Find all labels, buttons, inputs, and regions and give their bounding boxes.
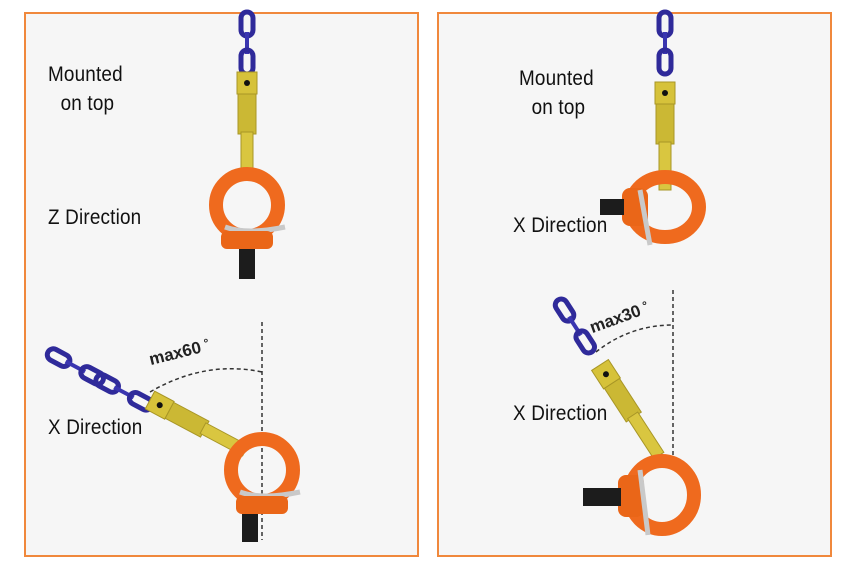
bolt-icon — [583, 488, 621, 506]
eyebolt-x-direction-60 — [45, 322, 300, 542]
eyebolt-x-direction-right — [600, 12, 706, 246]
title-line-1: Mounted — [519, 67, 594, 90]
chain-icon — [45, 347, 154, 413]
bolt-icon — [239, 249, 255, 279]
panel-title-left: Mounted on top — [48, 60, 123, 118]
angle-arc — [595, 324, 674, 353]
title-line-1: Mounted — [48, 63, 123, 86]
angle-arc — [149, 367, 263, 393]
bolt-icon — [242, 514, 258, 542]
eyebolt-z-direction-left — [216, 12, 285, 279]
chain-icon — [241, 12, 253, 74]
eye-ring-icon — [216, 174, 285, 249]
panel-title-right: Mounted on top — [519, 64, 594, 122]
title-line-2: on top — [531, 96, 586, 119]
view-label: X Direction — [513, 214, 608, 237]
panel-left — [24, 12, 419, 557]
eye-ring-icon — [231, 439, 300, 514]
view-label: Z Direction — [48, 206, 142, 229]
bolt-icon — [600, 199, 624, 215]
chain-icon — [659, 12, 671, 74]
view-label: X Direction — [48, 416, 143, 439]
view-label: X Direction — [513, 402, 608, 425]
eyebolt-x-direction-30 — [553, 290, 701, 536]
title-line-2: on top — [60, 92, 115, 115]
shackle-icon — [236, 71, 258, 181]
